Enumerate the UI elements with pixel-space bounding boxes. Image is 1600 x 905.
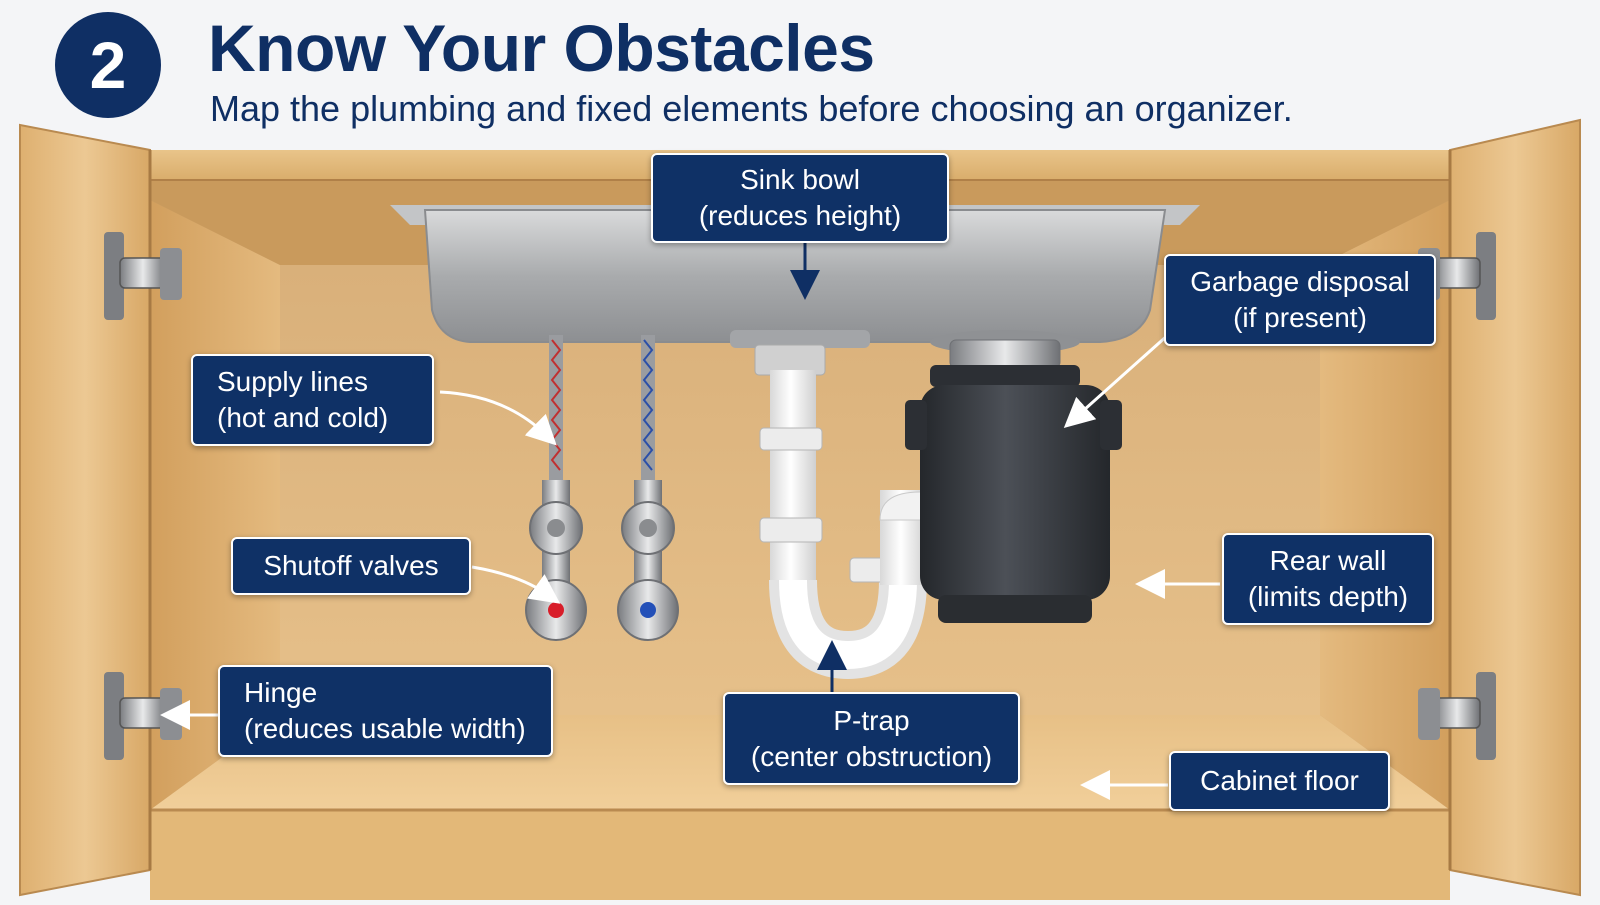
callout-supply-lines: Supply lines (hot and cold) xyxy=(191,354,434,446)
callout-rear-wall-line1: Rear wall xyxy=(1269,545,1387,576)
right-side-wall xyxy=(1320,200,1450,810)
left-side-wall xyxy=(150,200,280,810)
callout-sink-bowl-line1: Sink bowl xyxy=(740,164,860,195)
callout-supply-lines-line2: (hot and cold) xyxy=(217,402,389,433)
right-door xyxy=(1448,118,1581,897)
cabinet-base-rail xyxy=(150,810,1450,900)
shutoff-valves-arrow xyxy=(471,565,561,604)
callout-sink-bowl: Sink bowl (reduces height) xyxy=(651,153,949,243)
callout-garbage-disposal-line2: (if present) xyxy=(1233,302,1367,333)
shutoff-valve-cold xyxy=(617,480,679,641)
callout-sink-bowl-line2: (reduces height) xyxy=(698,200,902,231)
callout-hinge-line2: (reduces usable width) xyxy=(244,713,526,744)
supply-lines xyxy=(549,335,655,485)
callout-garbage-disposal-line1: Garbage disposal xyxy=(1190,266,1410,297)
step-number-badge: 2 xyxy=(55,12,161,118)
callout-hinge: Hinge (reduces usable width) xyxy=(218,665,553,757)
callout-rear-wall: Rear wall (limits depth) xyxy=(1222,533,1434,625)
callout-cabinet-floor-line1: Cabinet floor xyxy=(1200,765,1359,796)
callout-rear-wall-line2: (limits depth) xyxy=(1247,581,1409,612)
page-title: Know Your Obstacles xyxy=(208,11,875,85)
hinge-top-left xyxy=(104,232,182,320)
supply-lines-arrow xyxy=(439,390,557,446)
p-trap xyxy=(754,344,956,680)
page-subtitle: Map the plumbing and fixed elements befo… xyxy=(210,88,1293,129)
callout-shutoff-valves-line1: Shutoff valves xyxy=(263,550,439,581)
garbage-disposal-arrow xyxy=(1063,333,1169,428)
callout-cabinet-floor: Cabinet floor xyxy=(1169,751,1390,811)
garbage-disposal xyxy=(905,339,1122,623)
callout-hinge-line1: Hinge xyxy=(244,677,318,708)
callout-shutoff-valves: Shutoff valves xyxy=(231,537,471,595)
callout-p-trap-line1: P-trap xyxy=(833,704,910,736)
callout-garbage-disposal: Garbage disposal (if present) xyxy=(1164,254,1436,346)
callout-p-trap: P-trap (center obstruction) xyxy=(723,692,1020,785)
callout-supply-lines-line1: Supply lines xyxy=(217,366,368,397)
callout-p-trap-line2: (center obstruction) xyxy=(750,740,993,772)
connector-arrows xyxy=(160,232,1220,800)
hinge-bottom-right xyxy=(1418,672,1496,760)
left-door xyxy=(19,123,152,897)
